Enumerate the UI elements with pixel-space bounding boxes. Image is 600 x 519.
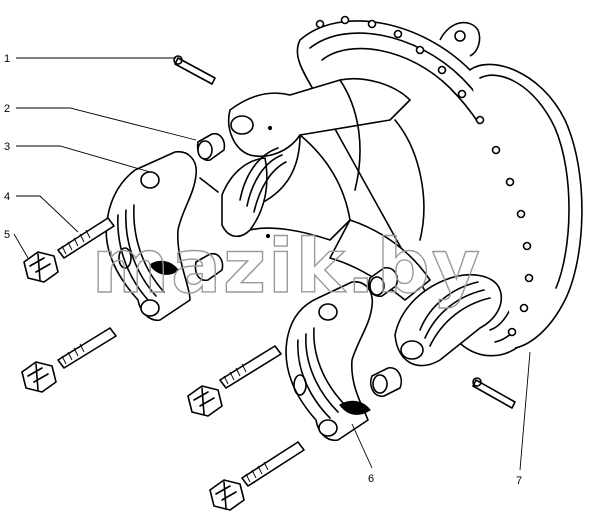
watermark: mazik.by: [92, 224, 482, 310]
callout-6: 6: [368, 473, 374, 485]
callout-labels: 1 2 3 4 5 6 7: [4, 53, 522, 487]
callout-3: 3: [4, 141, 10, 153]
flange-bolt-holes: [315, 15, 534, 337]
yoke-spider: [221, 77, 502, 367]
nut-4: [209, 479, 245, 511]
leader-lines: [13, 57, 531, 471]
bolts: [57, 217, 305, 487]
bearing-cap-upper: [105, 150, 198, 322]
bolt-2: [57, 327, 117, 369]
callout-2: 2: [4, 103, 10, 115]
castle-nuts: [21, 251, 245, 511]
bolt-4: [241, 441, 305, 487]
callout-5: 5: [4, 229, 10, 241]
nut-1: [23, 251, 59, 283]
nut-3: [187, 385, 223, 417]
bolt-3: [219, 345, 282, 389]
callout-4: 4: [4, 191, 10, 203]
callout-7: 7: [516, 475, 522, 487]
callout-1: 1: [4, 53, 10, 65]
nut-2: [21, 361, 57, 393]
bearing-cap-lower: [285, 281, 374, 442]
cotter-pins: [173, 55, 516, 409]
bushings: [194, 132, 403, 397]
bolt-1: [57, 217, 115, 259]
